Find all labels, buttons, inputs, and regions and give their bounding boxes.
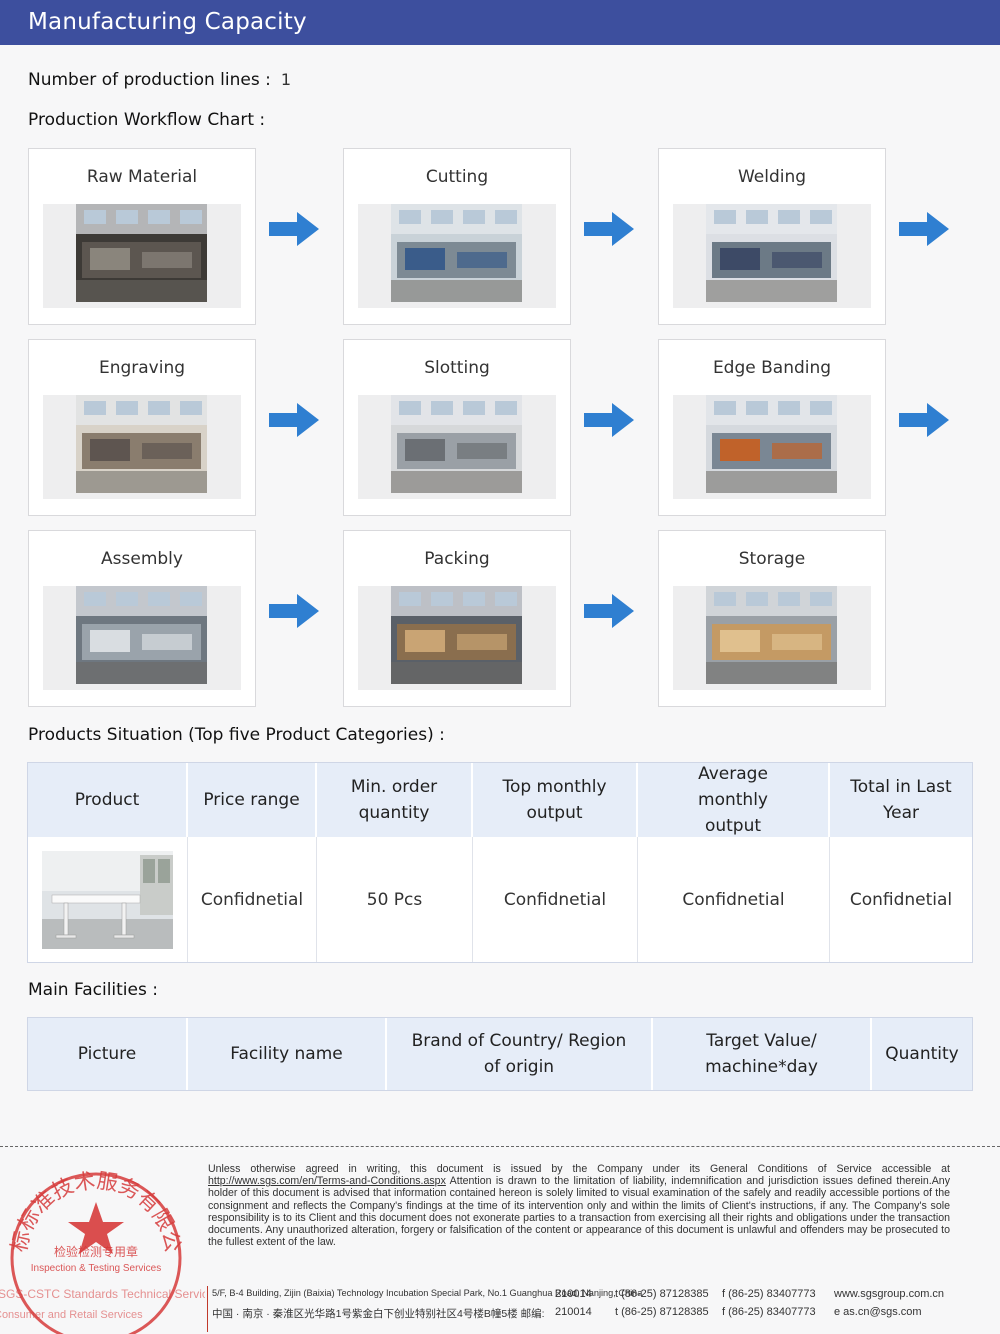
cell-price-range: Confidnetial	[188, 837, 317, 962]
products-header-row: Product Price range Min. order quantity …	[28, 763, 972, 837]
workflow-card: Assembly	[28, 530, 256, 707]
telephone: t (86-25) 87128385	[615, 1288, 709, 1300]
email-link[interactable]: e as.cn@sgs.com	[834, 1306, 922, 1318]
header-brand-origin: Brand of Country/ Region of origin	[387, 1018, 653, 1090]
workflow-photo	[706, 586, 837, 684]
postcode-chinese: 210014	[555, 1306, 592, 1318]
production-lines-value: 1	[280, 70, 292, 89]
products-data-row: Confidnetial 50 Pcs Confidnetial Confidn…	[28, 837, 972, 962]
flow-arrow-icon	[269, 403, 319, 437]
terms-link[interactable]: http://www.sgs.com/en/Terms-and-Conditio…	[208, 1175, 446, 1188]
fax-2: f (86-25) 83407773	[722, 1306, 816, 1318]
company-seal-icon: 通标标准技术服务有限公司 检验检测专用章 Inspection & Testin…	[0, 1158, 205, 1334]
workflow-card: Edge Banding	[658, 339, 886, 516]
workflow-photo	[391, 204, 522, 302]
flow-arrow-icon	[899, 212, 949, 246]
product-picture	[28, 837, 188, 962]
flow-arrow-icon	[584, 594, 634, 628]
facilities-label: Main Facilities :	[28, 980, 158, 1000]
workflow-step-title: Raw Material	[86, 167, 198, 187]
workflow-photo-frame	[673, 395, 871, 499]
address-chinese: 中国 · 南京 · 秦淮区光华路1号紫金白下创业特别社区4号楼B幢5楼 邮编:	[212, 1308, 545, 1320]
workflow-photo	[706, 204, 837, 302]
desk-photo	[42, 850, 173, 949]
workflow-card: Engraving	[28, 339, 256, 516]
workflow-step-title: Cutting	[425, 167, 489, 187]
workflow-card: Cutting	[343, 148, 571, 325]
cell-avg-monthly: Confidnetial	[638, 837, 830, 962]
postcode-english: 210014	[555, 1288, 592, 1300]
header-price-range: Price range	[188, 763, 317, 837]
flow-arrow-icon	[584, 403, 634, 437]
workflow-photo	[391, 395, 522, 493]
header-picture: Picture	[28, 1018, 188, 1090]
cell-total-last-year: Confidnetial	[830, 837, 972, 962]
workflow-card: Welding	[658, 148, 886, 325]
svg-text:Inspection & Testing Services: Inspection & Testing Services	[31, 1263, 161, 1274]
workflow-photo-frame	[358, 395, 556, 499]
workflow-photo-frame	[43, 204, 241, 308]
workflow-photo-frame	[358, 204, 556, 308]
workflow-photo-frame	[43, 395, 241, 499]
workflow-step-title: Assembly	[101, 549, 183, 569]
page-title: Manufacturing Capacity	[28, 9, 307, 35]
header-quantity: Quantity	[872, 1018, 972, 1090]
svg-text:Consumer and Retail Services: Consumer and Retail Services	[0, 1309, 143, 1321]
cell-top-monthly: Confidnetial	[473, 837, 638, 962]
production-lines-label: Number of production lines :	[28, 70, 271, 90]
workflow-step-title: Slotting	[424, 358, 490, 378]
legal-text-pre: Unless otherwise agreed in writing, this…	[208, 1163, 950, 1175]
workflow-photo-frame	[43, 586, 241, 690]
header-facility-name: Facility name	[188, 1018, 387, 1090]
workflow-step-title: Packing	[424, 549, 490, 569]
workflow-photo-frame	[358, 586, 556, 690]
legal-text-post: Attention is drawn to the limitation of …	[208, 1175, 950, 1249]
workflow-photo	[76, 586, 207, 684]
workflow-card: Raw Material	[28, 148, 256, 325]
header-top-monthly: Top monthly output	[473, 763, 638, 837]
website-link[interactable]: www.sgsgroup.com.cn	[834, 1288, 945, 1300]
facilities-table: Picture Facility name Brand of Country/ …	[27, 1017, 973, 1091]
products-table: Product Price range Min. order quantity …	[27, 762, 973, 963]
workflow-step-title: Welding	[737, 167, 807, 187]
workflow-label: Production Workflow Chart :	[28, 110, 266, 130]
header-total-last-year: Total in Last Year	[830, 763, 972, 837]
flow-arrow-icon	[584, 212, 634, 246]
header-min-order: Min. order quantity	[317, 763, 473, 837]
workflow-photo-frame	[673, 586, 871, 690]
facilities-header-row: Picture Facility name Brand of Country/ …	[28, 1018, 972, 1090]
legal-disclaimer: Unless otherwise agreed in writing, this…	[208, 1163, 950, 1248]
workflow-photo	[76, 395, 207, 493]
workflow-card: Slotting	[343, 339, 571, 516]
flow-arrow-icon	[899, 403, 949, 437]
header-avg-monthly: Average monthly output	[638, 763, 830, 837]
workflow-photo	[391, 586, 522, 684]
page-header: Manufacturing Capacity	[0, 0, 1000, 45]
workflow-photo	[76, 204, 207, 302]
production-lines: Number of production lines : 1	[28, 70, 291, 90]
workflow-step-title: Engraving	[98, 358, 186, 378]
fax: f (86-25) 83407773	[722, 1288, 816, 1300]
flow-arrow-icon	[269, 594, 319, 628]
products-label: Products Situation (Top five Product Cat…	[28, 725, 445, 745]
workflow-step-title: Edge Banding	[712, 358, 832, 378]
address-english: 5/F, B-4 Building, Zijin (Baixia) Techno…	[212, 1288, 643, 1298]
svg-text:检验检测专用章: 检验检测专用章	[54, 1244, 138, 1259]
flow-arrow-icon	[269, 212, 319, 246]
workflow-photo-frame	[673, 204, 871, 308]
footer-divider	[0, 1146, 1000, 1147]
header-product: Product	[28, 763, 188, 837]
telephone-2: t (86-25) 87128385	[615, 1306, 709, 1318]
footer-accent-line	[207, 1286, 208, 1332]
workflow-card: Storage	[658, 530, 886, 707]
cell-min-order: 50 Pcs	[317, 837, 473, 962]
header-target-value: Target Value/ machine*day	[653, 1018, 872, 1090]
svg-text:SGS-CSTC Standards Technical S: SGS-CSTC Standards Technical Services Co…	[0, 1287, 205, 1301]
workflow-photo	[706, 395, 837, 493]
workflow-step-title: Storage	[738, 549, 806, 569]
workflow-card: Packing	[343, 530, 571, 707]
